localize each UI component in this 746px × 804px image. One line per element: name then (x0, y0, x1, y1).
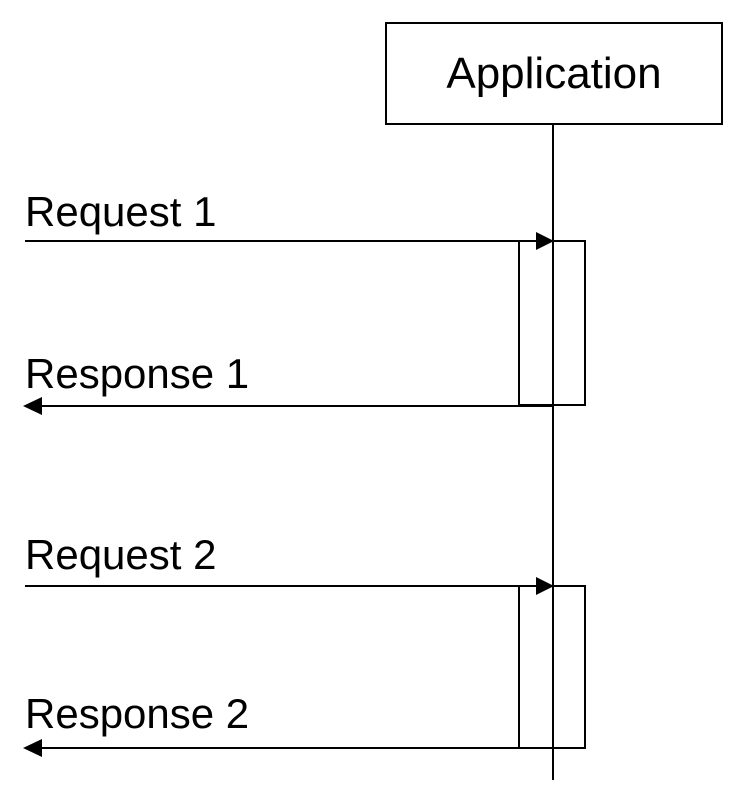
participant-box (385, 22, 723, 125)
message-label-response-2: Response 2 (25, 690, 249, 737)
message-label-request-1: Request 1 (25, 188, 216, 235)
participant-label: Application (446, 49, 661, 98)
participant-application: Application (385, 22, 723, 125)
message-request-2: Request 2 (25, 531, 554, 595)
message-label-request-2: Request 2 (25, 531, 216, 578)
message-label-response-1: Response 1 (25, 350, 249, 397)
message-request-1: Request 1 (25, 188, 554, 250)
arrowhead-request-2 (536, 577, 554, 595)
message-response-1: Response 1 (23, 350, 553, 415)
arrowhead-request-1 (536, 232, 554, 250)
arrowhead-response-1 (23, 397, 42, 415)
message-response-2: Response 2 (23, 690, 553, 757)
arrowhead-response-2 (23, 739, 42, 757)
